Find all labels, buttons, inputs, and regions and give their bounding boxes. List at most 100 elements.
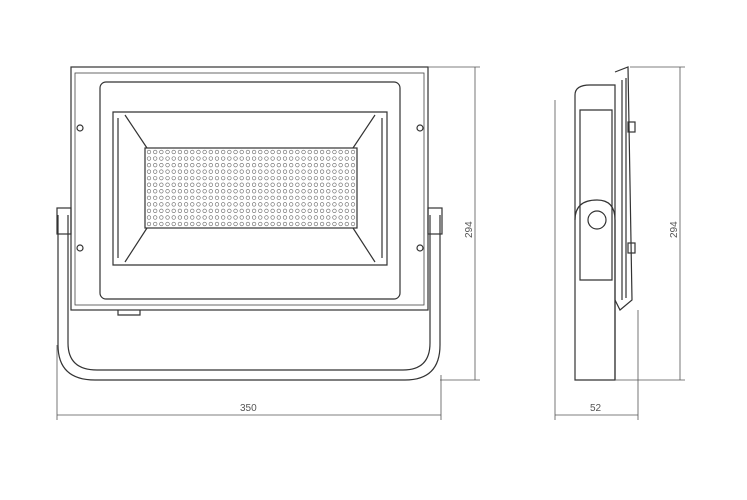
led-dot [153, 182, 158, 187]
led-dot [208, 202, 213, 207]
led-dot [282, 162, 288, 168]
led-dot [190, 195, 195, 200]
led-dot [319, 208, 325, 214]
led-dot [146, 221, 152, 227]
led-dot [319, 221, 325, 227]
led-dot [301, 215, 306, 220]
screw-icon [76, 244, 84, 252]
led-dot [338, 156, 343, 161]
led-dot [190, 208, 195, 214]
led-panel [144, 147, 358, 229]
led-dot [227, 149, 232, 155]
led-dot [202, 162, 207, 168]
front-view [56, 66, 443, 381]
led-dot [270, 189, 275, 194]
led-dot [214, 162, 220, 168]
led-dot [171, 195, 176, 200]
led-dot [264, 208, 269, 214]
led-dot [338, 182, 343, 187]
led-dot [332, 182, 337, 187]
led-dot [202, 208, 207, 214]
led-dot [165, 221, 170, 227]
led-dot [258, 208, 263, 214]
led-dot [282, 156, 288, 161]
led-dot [159, 149, 164, 155]
led-dot [245, 182, 251, 187]
led-array [146, 149, 356, 227]
led-dot [153, 195, 158, 200]
led-dot [326, 202, 331, 207]
led-dot [208, 221, 213, 227]
led-dot [344, 221, 349, 227]
led-dot [202, 195, 207, 200]
led-dot [251, 149, 257, 155]
led-dot [295, 176, 300, 181]
led-dot [146, 215, 152, 220]
left-pivot [56, 207, 72, 235]
led-dot [338, 169, 343, 174]
led-dot [245, 221, 251, 227]
led-dot [264, 149, 269, 155]
led-dot [326, 221, 331, 227]
led-dot [289, 156, 294, 161]
led-dot [344, 169, 349, 174]
led-dot [332, 162, 337, 168]
led-dot [282, 149, 288, 155]
led-dot [245, 149, 251, 155]
led-dot [258, 162, 263, 168]
frame-edge [74, 72, 425, 306]
led-dot [276, 176, 281, 181]
led-dot [165, 182, 170, 187]
led-dot [165, 149, 170, 155]
led-dot [344, 195, 349, 200]
led-dot [159, 208, 164, 214]
led-dot [233, 195, 238, 200]
led-dot [171, 149, 176, 155]
led-dot [239, 182, 244, 187]
depth-label: 52 [590, 403, 602, 414]
led-dot [190, 162, 195, 168]
led-dot [313, 176, 319, 181]
led-dot [313, 189, 319, 194]
led-dot [326, 162, 331, 168]
led-dot [196, 176, 201, 181]
led-dot [344, 182, 349, 187]
led-dot [289, 189, 294, 194]
led-dot [245, 189, 251, 194]
led-dot [332, 176, 337, 181]
led-dot [196, 162, 201, 168]
led-dot [350, 221, 356, 227]
led-dot [258, 156, 263, 161]
led-dot [264, 215, 269, 220]
led-dot [239, 189, 244, 194]
led-dot [171, 176, 176, 181]
led-dot [177, 149, 183, 155]
led-dot [239, 195, 244, 200]
led-dot [208, 162, 213, 168]
led-dot [258, 195, 263, 200]
led-dot [221, 215, 226, 220]
led-dot [301, 176, 306, 181]
led-dot [326, 169, 331, 174]
led-dot [338, 215, 343, 220]
led-dot [183, 189, 189, 194]
led-dot [307, 221, 312, 227]
led-dot [350, 149, 356, 155]
led-dot [233, 156, 238, 161]
led-dot [270, 149, 275, 155]
led-dot [319, 149, 325, 155]
led-dot [332, 208, 337, 214]
side-height-dimension-line [615, 66, 685, 381]
led-dot [338, 162, 343, 168]
led-dot [239, 208, 244, 214]
led-dot [350, 182, 356, 187]
led-dot [350, 169, 356, 174]
led-dot [307, 156, 312, 161]
led-dot [190, 221, 195, 227]
led-dot [276, 182, 281, 187]
led-dot [313, 195, 319, 200]
led-dot [350, 156, 356, 161]
led-dot [295, 221, 300, 227]
led-dot [251, 215, 257, 220]
led-dot [202, 149, 207, 155]
